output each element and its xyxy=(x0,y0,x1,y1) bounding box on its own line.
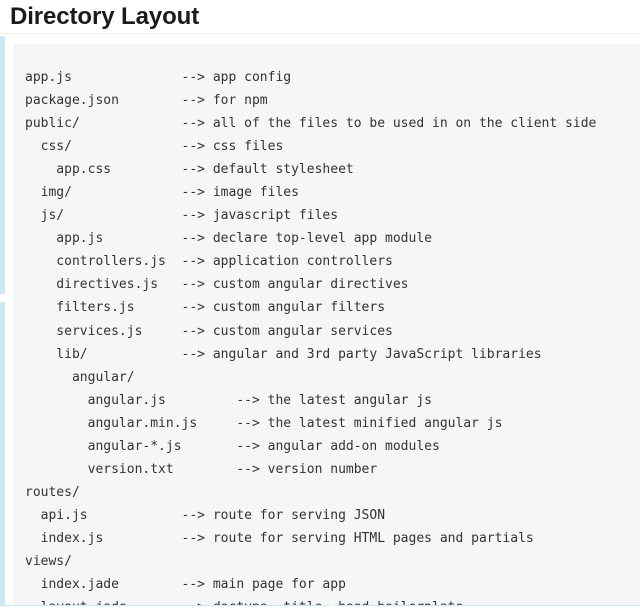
page-title: Directory Layout xyxy=(10,3,200,30)
directory-layout-code-block: app.js --> app config package.json --> f… xyxy=(14,44,640,605)
directory-tree-text: app.js --> app config package.json --> f… xyxy=(25,70,597,605)
left-accent-rail-bottom xyxy=(0,302,5,606)
title-divider xyxy=(0,33,640,34)
left-accent-rail-top xyxy=(0,36,5,294)
bottom-accent-rule-left xyxy=(0,605,329,606)
bottom-accent-rule-right xyxy=(334,605,640,606)
